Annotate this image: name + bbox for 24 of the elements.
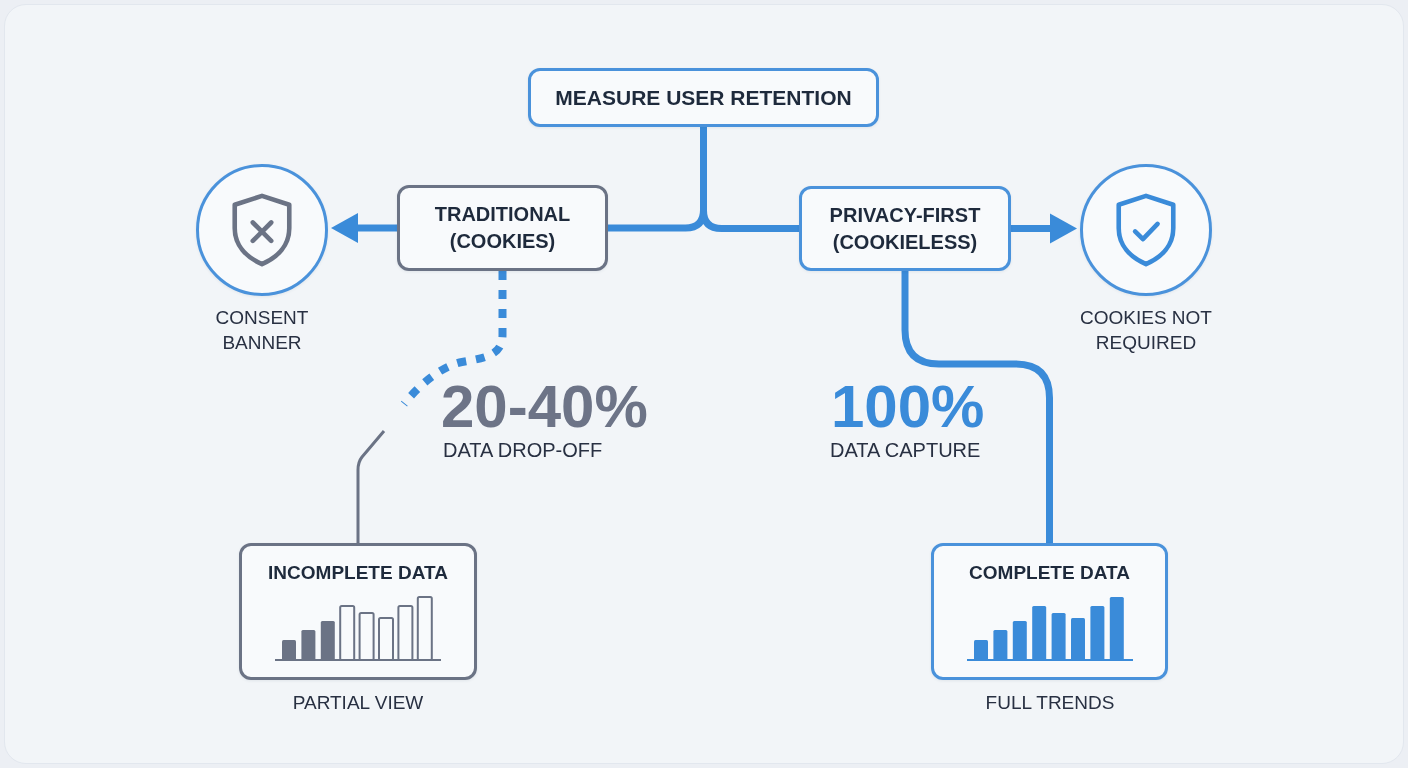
stat-value: 100% [831,377,985,437]
connector-line [700,127,799,232]
box-title: PRIVACY-FIRST (COOKIELESS) [828,202,982,255]
box-title: COMPLETE DATA [969,561,1130,585]
node-caption: FULL TRENDS [985,691,1115,715]
stat-caption: DATA CAPTURE [830,438,981,462]
box-title: MEASURE USER RETENTION [555,84,852,111]
stat-value: 20-40% [441,377,648,437]
box-title: INCOMPLETE DATA [268,561,448,585]
method-box [397,185,608,271]
node-caption: PARTIAL VIEW [292,691,424,715]
connector-line [356,430,386,543]
box-title: TRADITIONAL (COOKIES) [433,202,572,254]
goal-box [528,68,879,127]
arrow [331,213,397,243]
connector-line [400,271,507,407]
node-caption: COOKIES NOT REQUIRED [1079,306,1213,355]
method-box [799,186,1011,271]
connector-line [901,271,1053,543]
arrow [1011,213,1077,244]
stat-caption: DATA DROP-OFF [443,438,603,462]
node-caption: CONSENT BANNER [214,306,310,355]
result-card [931,543,1168,680]
result-card [239,543,477,680]
